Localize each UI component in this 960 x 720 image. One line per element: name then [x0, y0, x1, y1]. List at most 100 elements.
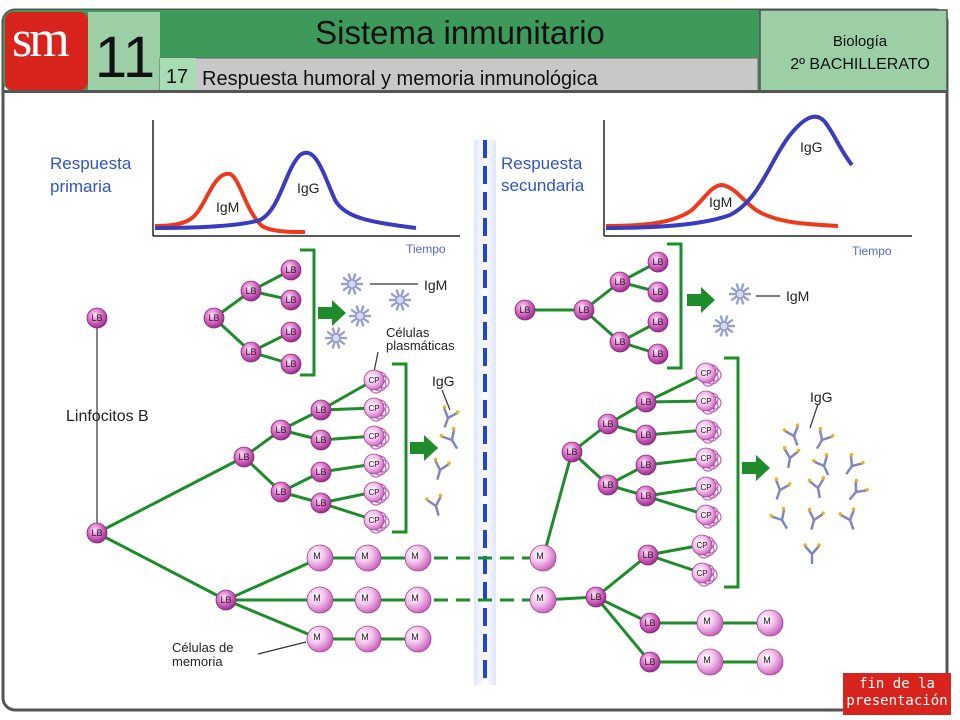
- plasma-cells-label-line2: plasmáticas: [386, 338, 455, 353]
- primary-graph: [152, 120, 460, 237]
- cell-label: M: [411, 551, 419, 561]
- cell-label: M: [361, 632, 369, 642]
- cell-label: CP: [696, 569, 707, 578]
- cell-label: CP: [368, 460, 379, 469]
- arrow-igg-secondary: [742, 455, 770, 481]
- lb-cell: LB: [310, 492, 332, 514]
- cell-label: LB: [220, 595, 231, 605]
- secondary-igg-curve: [605, 114, 854, 230]
- cell-label: LB: [590, 592, 601, 602]
- primary-graph-igg-label: IgG: [297, 180, 320, 196]
- igm-pentamer: [325, 327, 347, 349]
- end-presentation-button[interactable]: fin de la presentación: [843, 673, 951, 715]
- plasma-cell: CP: [695, 362, 722, 387]
- lb-cell: LB: [270, 481, 292, 503]
- cell-label: LB: [275, 487, 286, 497]
- cell-label: CP: [700, 483, 711, 492]
- lb-cell: LB: [647, 281, 669, 303]
- cell-label: LB: [566, 447, 577, 457]
- memory-cell: M: [756, 648, 784, 676]
- plasma-cell: CP: [691, 534, 718, 559]
- secondary-igg-label: IgG: [810, 389, 833, 405]
- plasma-cell: CP: [691, 562, 718, 587]
- lb-cell: LB: [561, 441, 583, 463]
- memory-cell: M: [404, 544, 432, 572]
- cell-label: LB: [238, 452, 249, 462]
- memory-cell: M: [306, 625, 334, 653]
- lb-cell: LB: [310, 461, 332, 483]
- cell-label: LB: [640, 430, 651, 440]
- secondary-title-line1: Respuesta: [501, 154, 583, 173]
- lb-cell: LB: [635, 391, 657, 413]
- igm-pentamer: [729, 283, 751, 305]
- memory-cell: M: [696, 609, 724, 637]
- igg-antibody: [807, 476, 826, 499]
- cell-label: LB: [275, 425, 286, 435]
- cell-label: LB: [91, 528, 102, 538]
- lb-cell: LB: [310, 429, 332, 451]
- igm-pentamer: [389, 289, 411, 311]
- arrow-igg-primary: [410, 435, 438, 461]
- section-number: 17: [165, 66, 189, 88]
- cell-label: M: [411, 632, 419, 642]
- lb-cell: LB: [609, 331, 631, 353]
- memory-cells-label-line1: Células de: [172, 640, 234, 655]
- plasma-cell: CP: [363, 481, 390, 506]
- cell-label: LB: [644, 657, 655, 667]
- igg-antibody: [782, 446, 801, 469]
- plasma-cell: CP: [363, 369, 390, 394]
- secondary-igm-label: IgM: [786, 288, 810, 304]
- cell-label: LB: [315, 467, 326, 477]
- lb-cell: LB: [280, 353, 302, 375]
- lb-cell: LB: [647, 311, 669, 333]
- cell-label: LB: [602, 419, 613, 429]
- primary-title-line1: Respuesta: [50, 154, 132, 173]
- igm-pentamer: [713, 315, 735, 337]
- primary-title-line2: primaria: [50, 177, 112, 196]
- lb-cell: LB: [639, 651, 661, 673]
- igg-antibody: [845, 452, 865, 475]
- plasma-cell: CP: [695, 419, 722, 444]
- secondary-igm-curve: [605, 182, 839, 228]
- plasma-cell: CP: [695, 504, 722, 529]
- memory-cell: M: [529, 544, 557, 572]
- lb-cell: LB: [310, 399, 332, 421]
- chapter-box: [88, 12, 160, 90]
- memory-cell: M: [404, 586, 432, 614]
- secondary-graph: [603, 114, 912, 237]
- lb-cell: LB: [639, 612, 661, 634]
- cell-label: M: [313, 551, 321, 561]
- lb-cell: LB: [609, 271, 631, 293]
- igg-antibody: [433, 457, 451, 480]
- end-button-line1: fin de la: [859, 676, 935, 692]
- igg-antibody: [442, 405, 460, 428]
- lb-cell: LB: [637, 544, 659, 566]
- section-number-box: [160, 58, 196, 92]
- cell-label: LB: [652, 317, 663, 327]
- cell-label: M: [313, 593, 321, 603]
- memory-cell: M: [354, 586, 382, 614]
- primary-time-axis-label: Tiempo: [406, 242, 446, 256]
- cell-label: LB: [285, 359, 296, 369]
- lb-cell: LB: [573, 299, 595, 321]
- igg-antibody: [782, 423, 800, 446]
- cell-label: CP: [700, 369, 711, 378]
- cell-label: CP: [368, 376, 379, 385]
- subject-label: Biología: [832, 33, 888, 50]
- memory-cell: M: [306, 586, 334, 614]
- plasma-cell: CP: [695, 447, 722, 472]
- lb-cell: LB: [280, 259, 302, 281]
- lb-cell: LB: [240, 280, 262, 302]
- cell-label: LB: [208, 313, 219, 323]
- section-title: Respuesta humoral y memoria inmunológica: [202, 68, 598, 90]
- cell-label: LB: [640, 397, 651, 407]
- arrow-igm-primary: [318, 300, 346, 326]
- cell-label: M: [763, 655, 771, 665]
- cell-label: LB: [285, 265, 296, 275]
- lb-cell: LB: [597, 413, 619, 435]
- end-button-line2: presentación: [846, 693, 948, 709]
- cell-label: LB: [285, 327, 296, 337]
- memory-cell: M: [529, 586, 557, 614]
- cell-label: LB: [315, 405, 326, 415]
- cell-label: LB: [652, 349, 663, 359]
